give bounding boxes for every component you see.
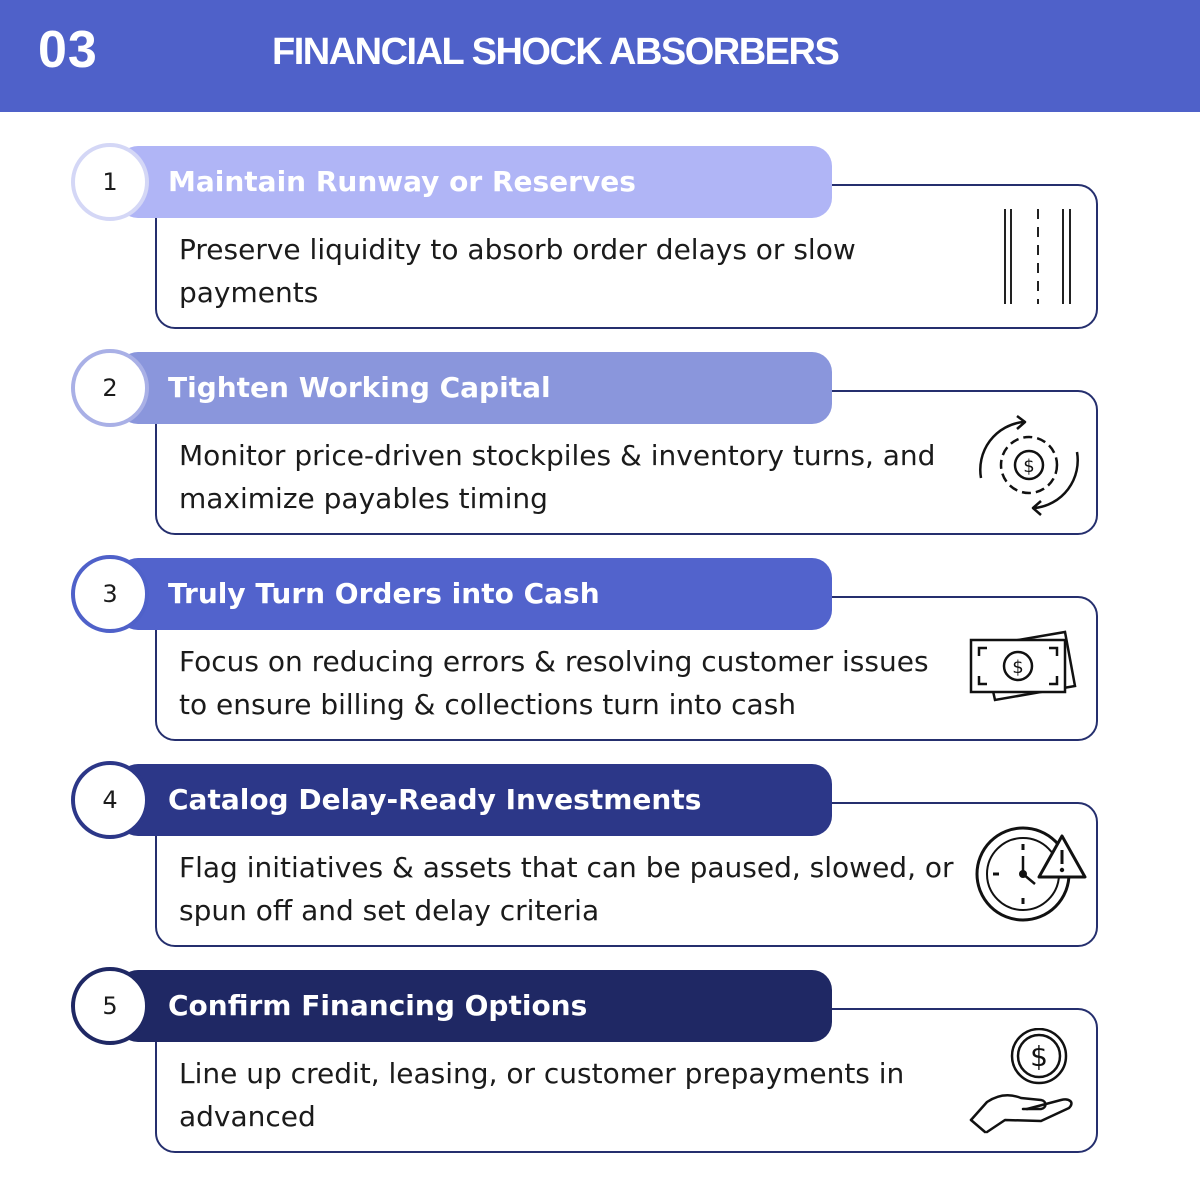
- item-number-badge: 5: [71, 967, 149, 1045]
- list-item: Monitor price-driven stockpiles & invent…: [0, 349, 1200, 552]
- item-number-badge: 2: [71, 349, 149, 427]
- item-title-bar: Confirm Financing Options: [118, 970, 832, 1042]
- road-icon: [965, 204, 1090, 314]
- banknotes-icon: $: [965, 616, 1090, 726]
- item-number-badge: 3: [71, 555, 149, 633]
- svg-text:$: $: [1023, 456, 1034, 477]
- item-title: Catalog Delay-Ready Investments: [168, 783, 702, 816]
- item-title: Tighten Working Capital: [168, 371, 551, 404]
- item-number-badge: 4: [71, 761, 149, 839]
- list-item: Focus on reducing errors & resolving cus…: [0, 555, 1200, 758]
- item-title-bar: Maintain Runway or Reserves: [118, 146, 832, 218]
- list-item: Flag initiatives & assets that can be pa…: [0, 761, 1200, 964]
- list-item: Preserve liquidity to absorb order delay…: [0, 143, 1200, 346]
- item-description: Focus on reducing errors & resolving cus…: [179, 645, 929, 721]
- svg-text:$: $: [1030, 1040, 1048, 1073]
- item-description: Monitor price-driven stockpiles & invent…: [179, 439, 936, 515]
- list-item: Line up credit, leasing, or customer pre…: [0, 967, 1200, 1170]
- item-title-bar: Tighten Working Capital: [118, 352, 832, 424]
- item-description: Line up credit, leasing, or customer pre…: [179, 1057, 905, 1133]
- item-description: Flag initiatives & assets that can be pa…: [179, 851, 954, 927]
- page-title: FINANCIAL SHOCK ABSORBERS: [272, 31, 840, 73]
- item-description: Preserve liquidity to absorb order delay…: [179, 233, 856, 309]
- item-title-bar: Truly Turn Orders into Cash: [118, 558, 832, 630]
- clock-warning-icon: [965, 822, 1090, 932]
- item-title: Confirm Financing Options: [168, 989, 588, 1022]
- item-number-badge: 1: [71, 143, 149, 221]
- hand-dollar-icon: $: [965, 1027, 1090, 1138]
- svg-text:$: $: [1012, 657, 1023, 678]
- header-bar: 03 FINANCIAL SHOCK ABSORBERS: [0, 0, 1200, 112]
- item-title: Truly Turn Orders into Cash: [168, 577, 600, 610]
- item-title: Maintain Runway or Reserves: [168, 165, 636, 198]
- section-number: 03: [38, 21, 98, 79]
- gear-dollar-cycle-icon: $: [965, 410, 1090, 520]
- item-title-bar: Catalog Delay-Ready Investments: [118, 764, 832, 836]
